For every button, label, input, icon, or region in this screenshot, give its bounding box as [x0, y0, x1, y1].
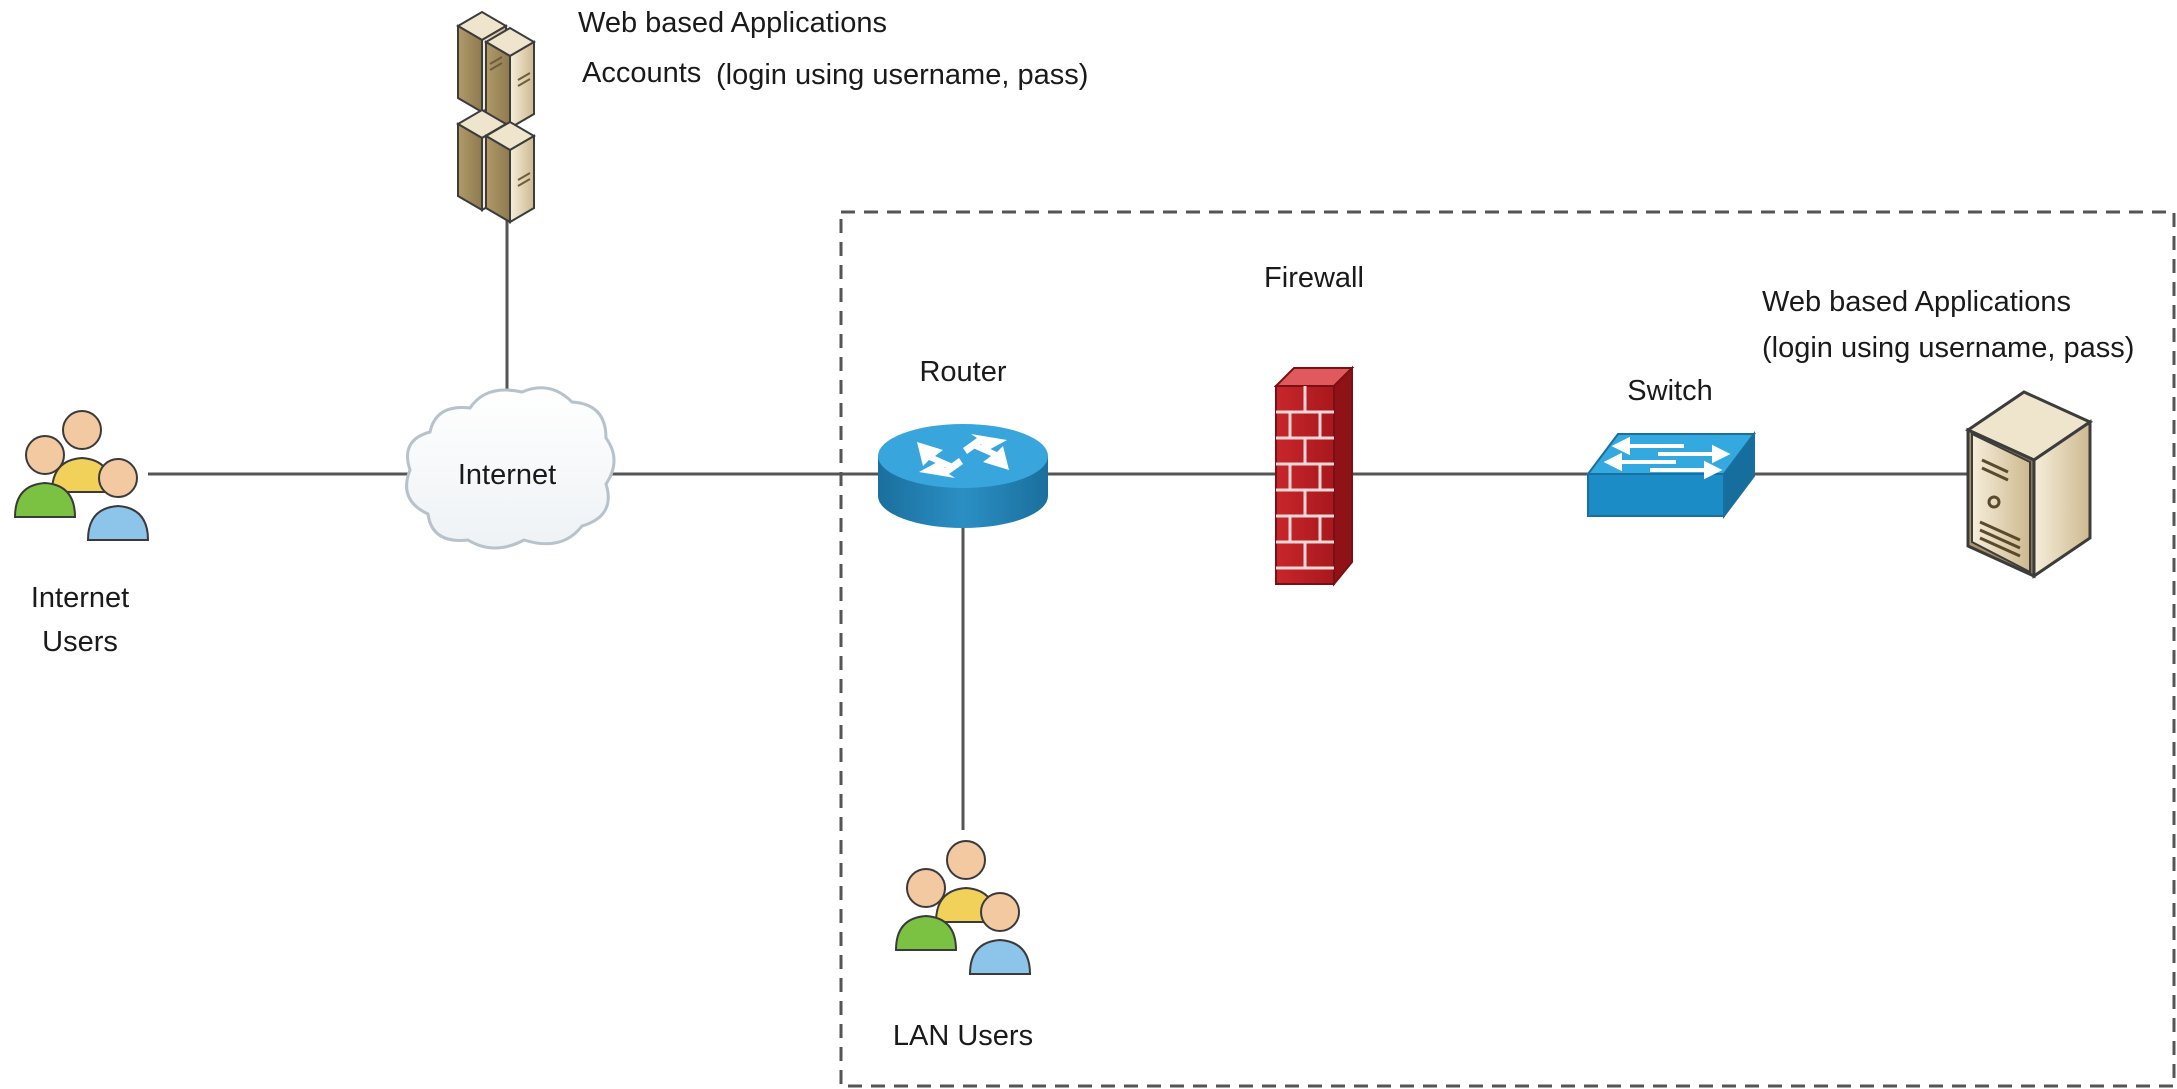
router-icon	[878, 424, 1048, 528]
internet-users-label-line2: Users	[42, 626, 118, 658]
web-server-label-line2: (login using username, pass)	[1762, 332, 2134, 364]
internet-label: Internet	[458, 459, 556, 491]
lan-users-label: LAN Users	[893, 1020, 1033, 1052]
connections	[148, 220, 1972, 830]
firewall-label: Firewall	[1264, 262, 1364, 294]
internet-users-label-line1: Internet	[31, 582, 129, 614]
switch-icon	[1586, 431, 1756, 519]
cloud-servers-detail: (login using username, pass)	[716, 59, 1088, 91]
server-cluster-icon	[457, 11, 535, 223]
firewall-icon	[1273, 365, 1355, 587]
internet-cloud-icon	[405, 386, 616, 550]
web-server-icon	[1964, 390, 2094, 579]
internet-users-icon	[14, 410, 149, 541]
cloud-servers-subtitle: Accounts	[582, 57, 701, 89]
router-label: Router	[919, 356, 1006, 388]
switch-label: Switch	[1627, 375, 1712, 407]
cloud-servers-title: Web based Applications	[578, 7, 887, 39]
lan-users-icon	[895, 840, 1031, 975]
web-server-label-line1: Web based Applications	[1762, 286, 2071, 318]
